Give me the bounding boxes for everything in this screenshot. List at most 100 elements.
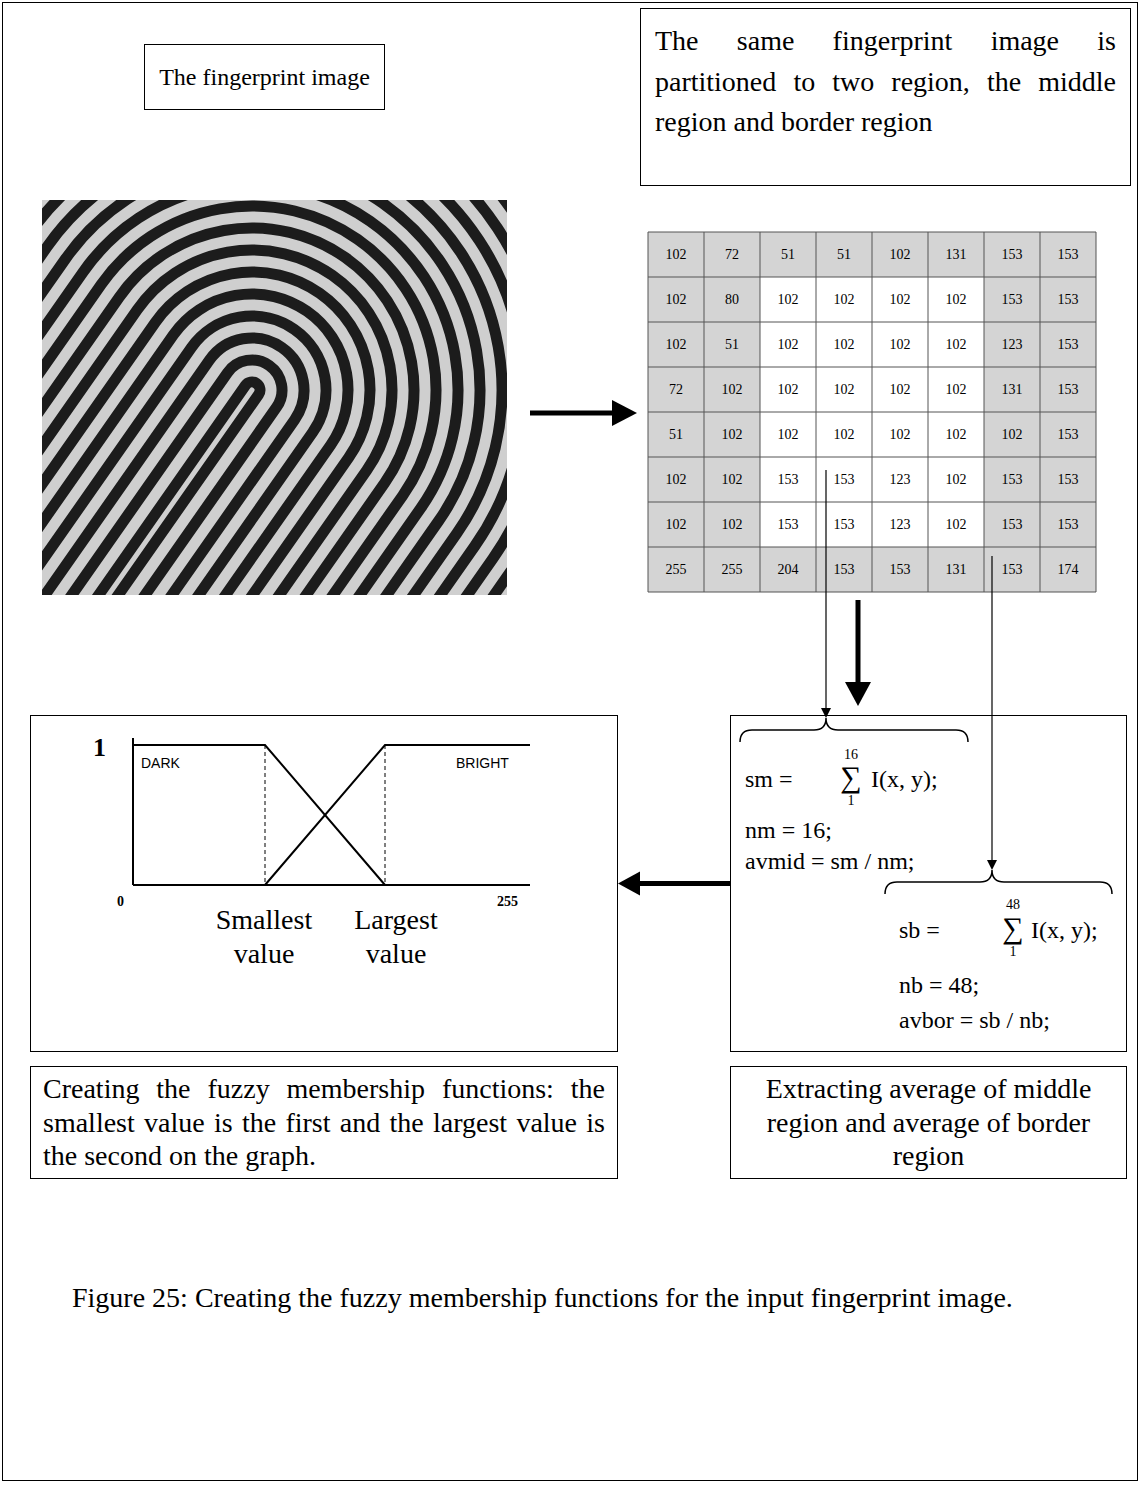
table-cell: 102: [928, 322, 984, 367]
grid-line: [648, 547, 1096, 548]
axis: [132, 738, 134, 885]
grid-lines: [648, 232, 1096, 592]
table-cell: 102: [760, 412, 816, 457]
table-cell: 123: [872, 457, 928, 502]
grid-line: [648, 592, 1096, 593]
table-cell: 153: [816, 457, 872, 502]
table-cell: 102: [984, 412, 1040, 457]
ridge: [0, 0, 661, 1050]
formula-text: sb =: [899, 916, 940, 945]
table-cell: 102: [816, 367, 872, 412]
axis-note: Smallest value: [194, 903, 334, 970]
table-cell: 102: [872, 322, 928, 367]
caption-box: Creating the fuzzy membership functions:…: [30, 1066, 618, 1179]
box-text: The same fingerprint image is partitione…: [655, 21, 1116, 143]
sum-limit: 1: [839, 794, 863, 808]
table-cell: 255: [704, 547, 760, 592]
brace: [740, 718, 968, 742]
axis-label: 0: [117, 894, 124, 911]
table-cell: 153: [984, 502, 1040, 547]
ridge: [0, 42, 600, 1025]
table-cell: 102: [928, 412, 984, 457]
formula-text: nm = 16;: [745, 816, 832, 845]
table-cell: 102: [648, 502, 704, 547]
membership-graph-box: 1DARKBRIGHT0255Smallest valueLargest val…: [30, 715, 618, 1052]
axis-label: 255: [497, 894, 518, 911]
table-cell: 102: [928, 457, 984, 502]
ridge: [0, 379, 263, 886]
ridge: [0, 0, 723, 1075]
formula-box: sm =16∑1I(x, y);nm = 16;avmid = sm / nm;…: [730, 715, 1127, 1052]
arrow-head: [987, 860, 997, 870]
grid-line: [648, 322, 1096, 323]
leader-line: [991, 556, 992, 861]
table-cell: 131: [928, 232, 984, 277]
table-cell: 72: [704, 232, 760, 277]
table-cell: 174: [1040, 547, 1096, 592]
membership-graph: [133, 738, 530, 885]
process-arrow: [856, 600, 861, 684]
table-cell: 153: [984, 277, 1040, 322]
formula-text: I(x, y);: [1031, 916, 1098, 945]
arrow-shaft: [638, 881, 730, 886]
table-cell: 153: [1040, 322, 1096, 367]
table-cell: 102: [872, 277, 928, 322]
ridge: [0, 348, 294, 898]
table-cell: 102: [704, 367, 760, 412]
box-text: Creating the fuzzy membership functions:…: [43, 1072, 605, 1173]
dashed-marker: [385, 745, 386, 885]
grid-line: [648, 367, 1096, 368]
table-cell: 153: [984, 547, 1040, 592]
table-cell: 131: [984, 367, 1040, 412]
caption-box: Extracting average of middle region and …: [730, 1066, 1127, 1179]
table-cell: 131: [928, 547, 984, 592]
box-text: Extracting average of middle region and …: [741, 1072, 1116, 1173]
caption-box: The fingerprint image: [144, 44, 385, 110]
table-cell: 102: [760, 367, 816, 412]
table-cell: 51: [648, 412, 704, 457]
grid-line: [648, 232, 1096, 233]
table-cell: 102: [872, 232, 928, 277]
table-cell: 153: [816, 502, 872, 547]
set-label: DARK: [141, 755, 180, 772]
formula-text: I(x, y);: [871, 765, 938, 794]
ridge: [0, 11, 631, 1037]
border-region: [648, 232, 1096, 592]
axis: [133, 884, 530, 886]
ridge: [0, 256, 386, 936]
table-cell: 102: [648, 457, 704, 502]
table-cell: 51: [704, 322, 760, 367]
table-cell: 123: [872, 502, 928, 547]
formula-text: avbor = sb / nb;: [899, 1006, 1050, 1035]
table-cell: 102: [872, 367, 928, 412]
table-cell: 72: [648, 367, 704, 412]
table-cell: 102: [704, 412, 760, 457]
table-cell: 102: [648, 277, 704, 322]
sum-sign: ∑: [839, 762, 863, 792]
table-cell: 80: [704, 277, 760, 322]
table-cell: 102: [816, 412, 872, 457]
sum-sign: ∑: [1001, 913, 1025, 943]
formula-text: sm =: [745, 765, 793, 794]
table-cell: 153: [1040, 457, 1096, 502]
table-cell: 204: [760, 547, 816, 592]
table-cell: 123: [984, 322, 1040, 367]
flow-arrow: [618, 872, 730, 896]
table-cell: 102: [928, 367, 984, 412]
figure-caption: Figure 25: Creating the fuzzy membership…: [72, 1278, 1072, 1317]
arrow-head: [845, 682, 871, 706]
grid-line: [648, 502, 1096, 503]
leader-line: [825, 470, 826, 709]
ridge: [0, 195, 447, 962]
table-cell: 153: [1040, 502, 1096, 547]
set-label: BRIGHT: [456, 755, 509, 772]
table-cell: 102: [648, 322, 704, 367]
arrow-head: [618, 872, 640, 896]
table-cell: 102: [872, 412, 928, 457]
grid-line: [648, 457, 1096, 458]
table-cell: 102: [704, 502, 760, 547]
table-cell: 102: [816, 277, 872, 322]
